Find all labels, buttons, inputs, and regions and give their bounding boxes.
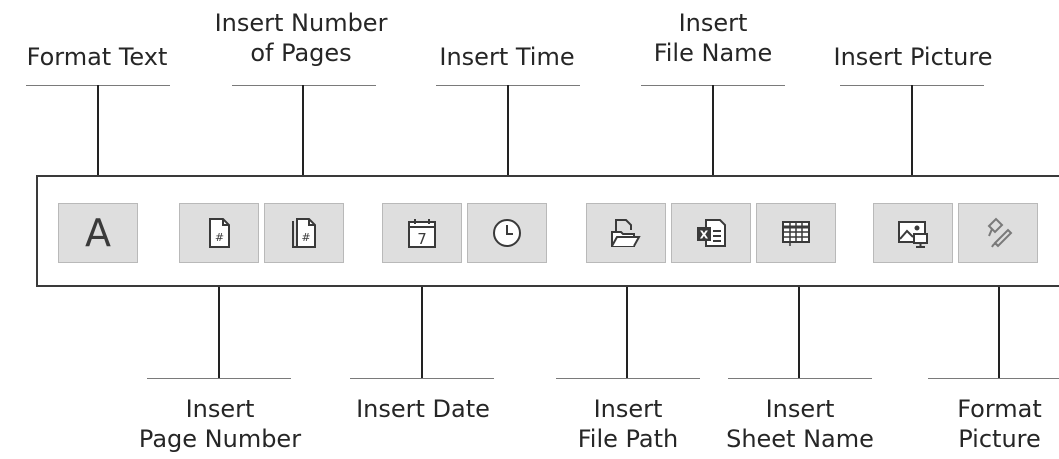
label-insert-number-of-pages: Insert Number of Pages (214, 9, 388, 67)
label-insert-page-number: Insert Page Number (138, 395, 302, 453)
format-picture-button[interactable] (958, 203, 1038, 263)
time-icon (493, 219, 521, 247)
file-path-icon (611, 219, 641, 247)
callout-leader-format-text (97, 85, 99, 175)
label-insert-picture: Insert Picture (833, 43, 993, 71)
svg-text:#: # (215, 231, 224, 244)
insert-time-button[interactable] (467, 203, 547, 263)
label-format-picture: Format Picture (957, 395, 1042, 453)
insert-file-name-button[interactable]: X (671, 203, 751, 263)
format-picture-icon (987, 217, 1013, 248)
date-icon: 7 (408, 219, 436, 248)
callout-leader-date (421, 287, 423, 378)
svg-text:7: 7 (417, 230, 427, 248)
page-number-icon: # (209, 218, 230, 248)
callout-underline-format-picture (928, 378, 1059, 379)
insert-page-number-button[interactable]: # (179, 203, 259, 263)
insert-file-path-button[interactable] (586, 203, 666, 263)
callout-leader-file-path (626, 287, 628, 378)
insert-picture-button[interactable] (873, 203, 953, 263)
insert-sheet-name-button[interactable] (756, 203, 836, 263)
file-name-icon: X (697, 219, 726, 247)
format-text-button[interactable]: A (58, 203, 138, 263)
callout-leader-page-number (218, 287, 220, 378)
format-text-icon: A (85, 211, 111, 255)
callout-leader-picture (911, 85, 913, 175)
callout-underline-sheet-name (728, 378, 872, 379)
callout-leader-file-name (712, 85, 714, 175)
label-format-text: Format Text (26, 43, 168, 71)
label-insert-file-path: Insert File Path (577, 395, 679, 453)
callout-underline-file-path (556, 378, 700, 379)
sheet-name-icon (782, 221, 810, 246)
callout-underline-page-number (147, 378, 291, 379)
insert-number-of-pages-button[interactable]: # (264, 203, 344, 263)
callout-leader-number-of-pages (302, 85, 304, 175)
label-insert-file-name: Insert File Name (653, 9, 773, 67)
callout-leader-format-picture (998, 287, 1000, 378)
picture-icon (898, 221, 928, 248)
callout-underline-number-of-pages (232, 85, 376, 86)
svg-text:X: X (700, 229, 709, 242)
svg-text:#: # (301, 231, 310, 244)
callout-leader-time (507, 85, 509, 175)
label-insert-date: Insert Date (356, 395, 490, 423)
label-insert-time: Insert Time (439, 43, 575, 71)
callout-underline-date (350, 378, 494, 379)
number-of-pages-icon: # (292, 218, 316, 248)
label-insert-sheet-name: Insert Sheet Name (726, 395, 874, 453)
insert-date-button[interactable]: 7 (382, 203, 462, 263)
callout-leader-sheet-name (798, 287, 800, 378)
